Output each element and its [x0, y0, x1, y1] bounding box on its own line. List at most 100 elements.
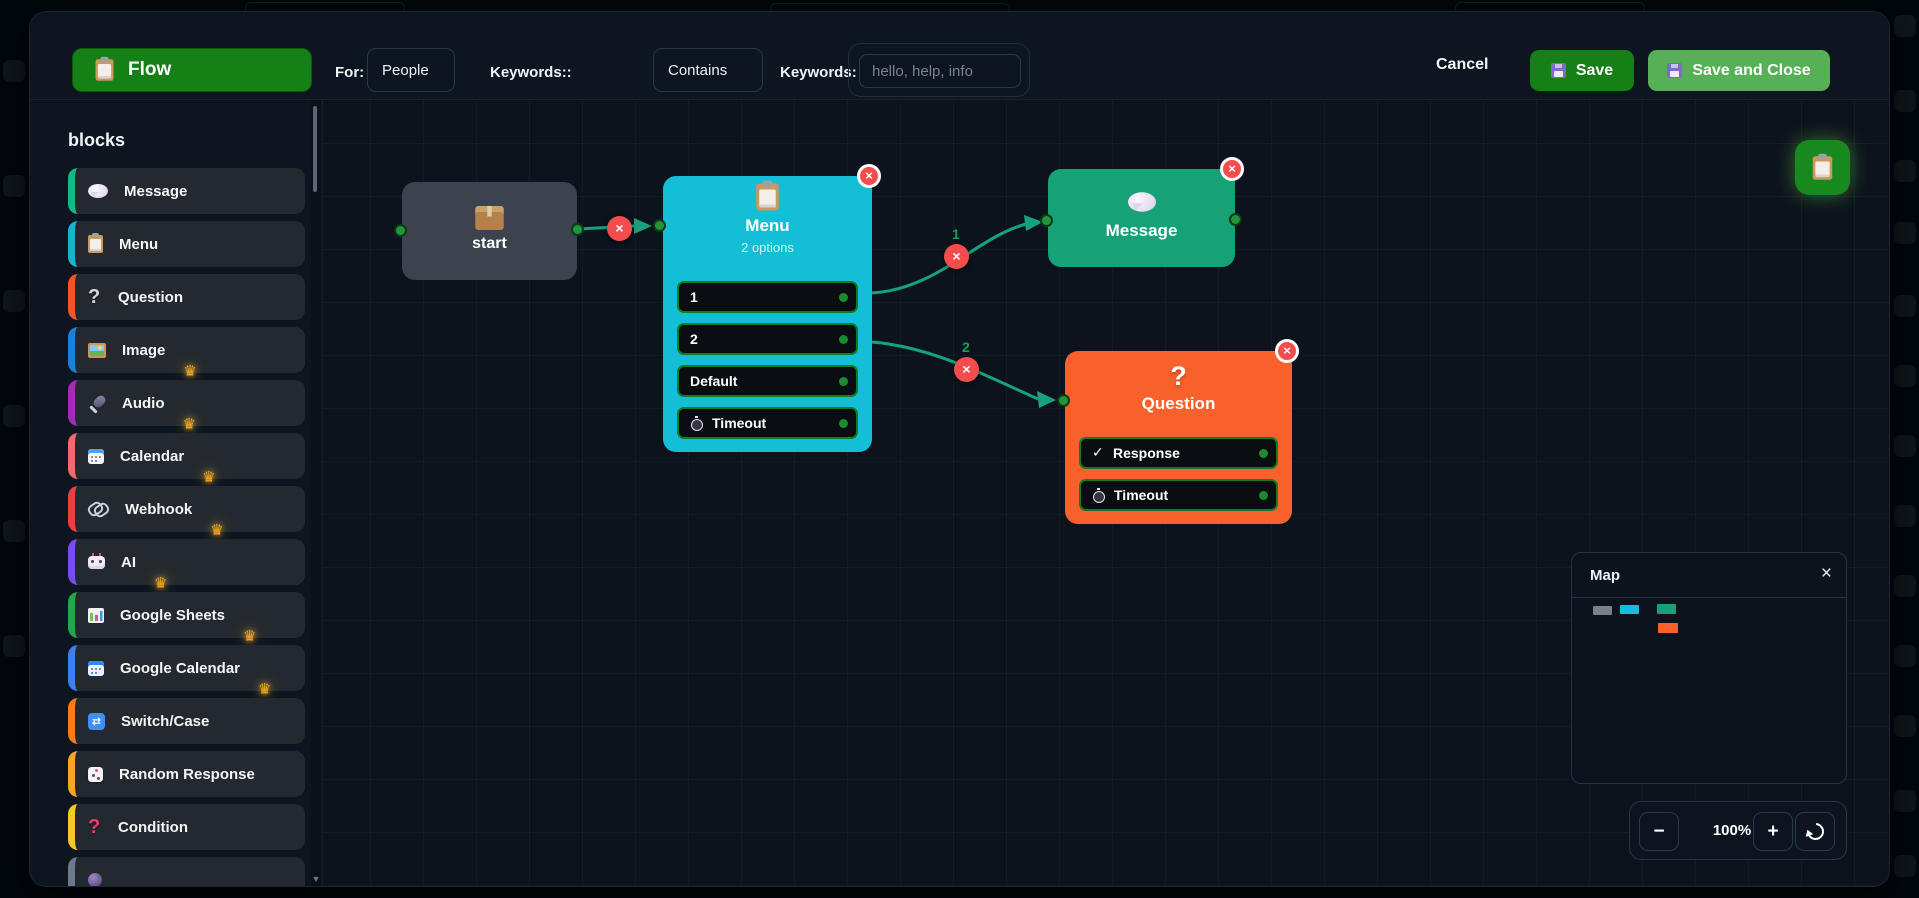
background-sidebar-icon [3, 175, 25, 197]
delete-edge-start-menu-button[interactable]: × [607, 216, 632, 241]
question-option-row[interactable]: Response [1079, 437, 1278, 469]
option-source-handle[interactable] [839, 418, 848, 428]
option-label: Response [1113, 445, 1180, 461]
block-label: Random Response [119, 765, 255, 783]
block-item[interactable]: Calendar [68, 433, 305, 485]
block-label: Menu [119, 235, 159, 253]
option-label: 2 [690, 331, 698, 347]
save-and-close-label: Save and Close [1692, 61, 1811, 79]
block-item[interactable]: Audio [68, 380, 305, 432]
menu-node[interactable]: Menu 2 options 1 2 Default [663, 176, 872, 452]
block-label: AI [121, 553, 136, 571]
option-source-handle[interactable] [839, 292, 848, 302]
premium-crown-icon [258, 682, 274, 699]
block-item[interactable]: AI [68, 539, 305, 591]
menu-node-header: Menu 2 options [663, 176, 872, 255]
block-icon [88, 766, 103, 782]
minimap-close-button[interactable]: × [1820, 563, 1832, 584]
delete-message-node-button[interactable]: × [1220, 157, 1244, 181]
block-label: Question [118, 288, 184, 306]
background-rightrail-icon [1894, 90, 1916, 112]
message-node-title: Message [1105, 221, 1178, 240]
delete-menu-node-button[interactable]: × [857, 164, 881, 188]
speech-balloon-icon [1127, 192, 1156, 212]
minimap-panel[interactable]: Map × [1571, 552, 1847, 784]
background-rightrail-icon [1894, 790, 1916, 812]
zoom-level: 100% [1712, 822, 1752, 839]
delete-edge-menu-question-button[interactable]: × [954, 357, 979, 382]
block-item[interactable]: Random Response [68, 751, 305, 797]
block-icon [88, 873, 102, 886]
premium-crown-icon [202, 470, 218, 487]
question-node-left-handle[interactable] [1057, 394, 1070, 407]
delete-question-node-button[interactable]: × [1275, 339, 1299, 363]
save-and-close-button[interactable]: Save and Close [1648, 50, 1830, 91]
sidebar-scrollbar[interactable]: ▼ [311, 100, 321, 886]
zoom-in-button[interactable]: + [1753, 812, 1793, 851]
minimap-header: Map × [1572, 553, 1846, 598]
keywords-type-select[interactable]: Contains [653, 48, 763, 92]
block-item[interactable]: Image [68, 327, 305, 379]
message-node-left-handle[interactable] [1040, 214, 1053, 227]
delete-edge-menu-message-button[interactable]: × [944, 244, 969, 269]
start-node[interactable]: start [402, 182, 577, 280]
zoom-reset-button[interactable] [1795, 812, 1835, 851]
menu-option-row[interactable]: Default [677, 365, 858, 397]
block-item[interactable]: Menu [68, 221, 305, 267]
block-item[interactable]: Condition [68, 804, 305, 850]
cancel-button[interactable]: Cancel [1436, 56, 1489, 73]
flow-button[interactable]: Flow [72, 48, 312, 92]
minimap-title: Map [1590, 567, 1620, 584]
option-icon [1092, 446, 1104, 461]
option-icon [690, 415, 703, 431]
block-item[interactable] [68, 857, 305, 886]
message-node[interactable]: Message [1048, 169, 1235, 267]
background-rightrail-icon [1894, 575, 1916, 597]
premium-crown-icon [210, 523, 226, 540]
background-rightrail-icon [1894, 365, 1916, 387]
menu-option-row[interactable]: Timeout [677, 407, 858, 439]
save-button[interactable]: Save [1530, 50, 1634, 91]
zoom-out-button[interactable]: − [1639, 812, 1679, 851]
block-item[interactable]: Google Sheets [68, 592, 305, 644]
question-node[interactable]: Question Response Timeout [1065, 351, 1292, 524]
for-select[interactable]: People [367, 48, 455, 92]
question-option-row[interactable]: Timeout [1079, 479, 1278, 511]
add-block-button[interactable] [1795, 140, 1850, 195]
block-item[interactable]: Message [68, 168, 305, 214]
start-node-right-handle[interactable] [571, 223, 584, 236]
option-label: Timeout [712, 415, 767, 431]
option-source-handle[interactable] [1259, 448, 1268, 458]
keywords-input[interactable] [859, 54, 1021, 88]
background-sidebar-icon [3, 290, 25, 312]
block-item[interactable]: Webhook [68, 486, 305, 538]
premium-crown-icon [243, 629, 259, 646]
option-source-handle[interactable] [839, 376, 848, 386]
zoom-controls: − 100% + [1629, 801, 1847, 860]
scrollbar-down-arrow[interactable]: ▼ [311, 874, 321, 884]
menu-option-row[interactable]: 1 [677, 281, 858, 313]
block-item[interactable]: Google Calendar [68, 645, 305, 697]
minimap-node-start [1593, 606, 1612, 615]
block-icon [88, 342, 106, 358]
block-label: Audio [122, 394, 165, 412]
nodes-layer: start Menu 2 options 1 2 [30, 12, 1889, 886]
background-rightrail-icon [1894, 222, 1916, 244]
option-source-handle[interactable] [1259, 490, 1268, 500]
message-node-right-handle[interactable] [1229, 213, 1242, 226]
block-label: Google Calendar [120, 659, 241, 677]
block-item[interactable]: Question [68, 274, 305, 320]
start-node-left-handle[interactable] [394, 224, 407, 237]
menu-option-row[interactable]: 2 [677, 323, 858, 355]
flow-editor-modal: Flow For: People Keywords:: Contains Key… [30, 12, 1889, 886]
menu-node-left-handle[interactable] [653, 219, 666, 232]
block-icon [88, 502, 109, 517]
clipboard-icon [95, 56, 114, 81]
block-icon [88, 660, 104, 676]
block-item[interactable]: Switch/Case [68, 698, 305, 744]
option-label: Timeout [1114, 487, 1169, 503]
block-icon [88, 552, 105, 569]
option-source-handle[interactable] [839, 334, 848, 344]
sidebar-scrollbar-thumb[interactable] [313, 106, 317, 192]
for-label: For: [335, 64, 365, 81]
